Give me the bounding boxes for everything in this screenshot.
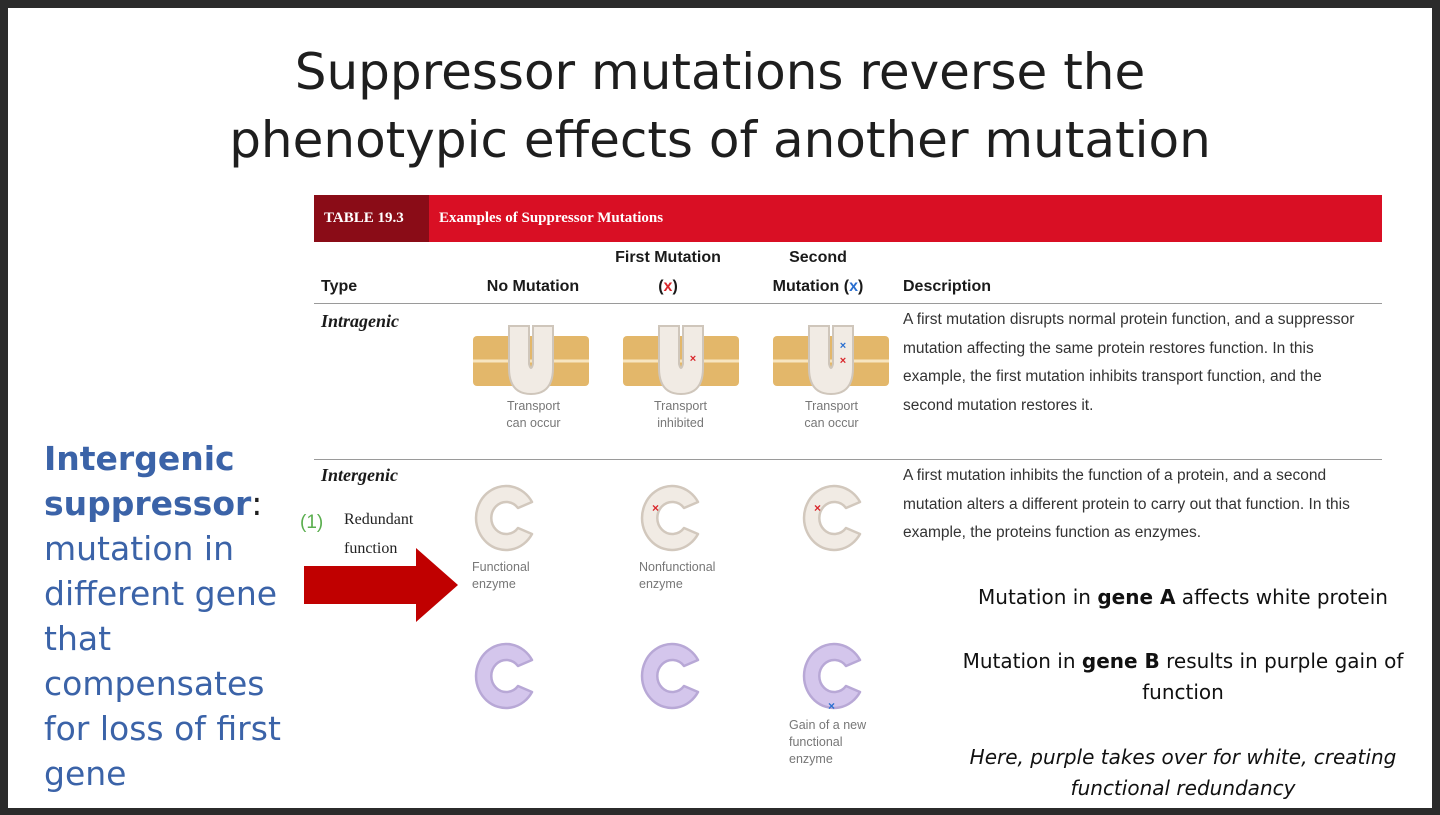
first-mutation-symbol: (x) <box>658 278 678 295</box>
definition-colon: : <box>251 484 263 523</box>
slide-title: Suppressor mutations reverse the phenoty… <box>8 38 1432 174</box>
white-enzyme-first-mutation-icon: × <box>638 482 708 554</box>
membrane-channel-first-mutation-icon: × <box>621 324 741 396</box>
definition-body: mutation in different gene that compensa… <box>44 529 281 793</box>
subtype-number: (1) <box>300 512 324 533</box>
definition-term: Intergenic suppressor <box>44 439 252 523</box>
slide-title-line-1: Suppressor mutations reverse the <box>294 43 1146 101</box>
subtype-line-1: Redundant <box>344 511 414 528</box>
column-header-description: Description <box>903 278 992 295</box>
caption-nonfunctional-enzyme: Nonfunctional enzyme <box>639 560 716 591</box>
svg-text:×: × <box>840 355 846 367</box>
note-gene-a: Mutation in gene A affects white protein <box>978 585 1388 609</box>
svg-text:×: × <box>828 699 835 712</box>
subtype-line-2: function <box>344 540 398 557</box>
white-enzyme-second-column-icon: × <box>800 482 870 554</box>
white-enzyme-icon <box>472 482 542 554</box>
svg-text:×: × <box>652 501 659 515</box>
row-type-intragenic: Intragenic <box>321 311 400 331</box>
purple-enzyme-icon <box>472 640 542 712</box>
purple-enzyme-second-mutation-icon: × <box>800 640 870 712</box>
caption-transport-restored: Transport can occur <box>804 399 859 430</box>
first-mutation-label: First Mutation <box>615 249 721 266</box>
membrane-channel-second-mutation-icon: × × <box>771 324 891 396</box>
svg-text:×: × <box>840 340 846 352</box>
second-mutation-symbol: Mutation (x) <box>772 278 864 295</box>
subtype-redundant-function: Redundant function <box>344 505 413 563</box>
table-rule-header <box>314 303 1382 304</box>
table-number: TABLE 19.3 <box>314 195 429 242</box>
second-mutation-label: Second <box>789 249 847 266</box>
caption-functional-enzyme: Functional enzyme <box>472 560 530 591</box>
purple-enzyme-first-column-icon <box>638 640 708 712</box>
column-header-second-mutation: Second Mutation (x) <box>753 243 883 301</box>
column-header-type: Type <box>321 278 358 295</box>
svg-text:×: × <box>690 353 696 365</box>
table-name: Examples of Suppressor Mutations <box>439 210 664 226</box>
svg-text:×: × <box>814 501 821 515</box>
intergenic-suppressor-definition: Intergenic suppressor: mutation in diffe… <box>44 436 304 796</box>
table-header-bar: TABLE 19.3 Examples of Suppressor Mutati… <box>314 195 1382 242</box>
table-rule-row <box>314 459 1382 460</box>
column-header-first-mutation: First Mutation (x) <box>598 243 738 301</box>
note-functional-redundancy: Here, purple takes over for white, creat… <box>969 745 1397 800</box>
caption-transport-inhibited: Transport inhibited <box>653 399 708 430</box>
right-arrow-icon <box>304 548 460 627</box>
description-intragenic: A first mutation disrupts normal protein… <box>903 311 1355 414</box>
slide: Suppressor mutations reverse the phenoty… <box>8 8 1432 808</box>
caption-transport-can-occur: Transport can occur <box>506 399 561 430</box>
row-type-intergenic: Intergenic <box>321 465 399 485</box>
slide-title-line-2: phenotypic effects of another mutation <box>229 111 1211 169</box>
column-header-no-mutation: No Mutation <box>486 278 580 295</box>
membrane-channel-icon <box>471 324 591 396</box>
description-intergenic: A first mutation inhibits the function o… <box>903 467 1350 541</box>
note-gene-b: Mutation in gene B results in purple gai… <box>962 649 1404 704</box>
caption-gain-of-new-function: Gain of a new functional enzyme <box>789 718 867 766</box>
